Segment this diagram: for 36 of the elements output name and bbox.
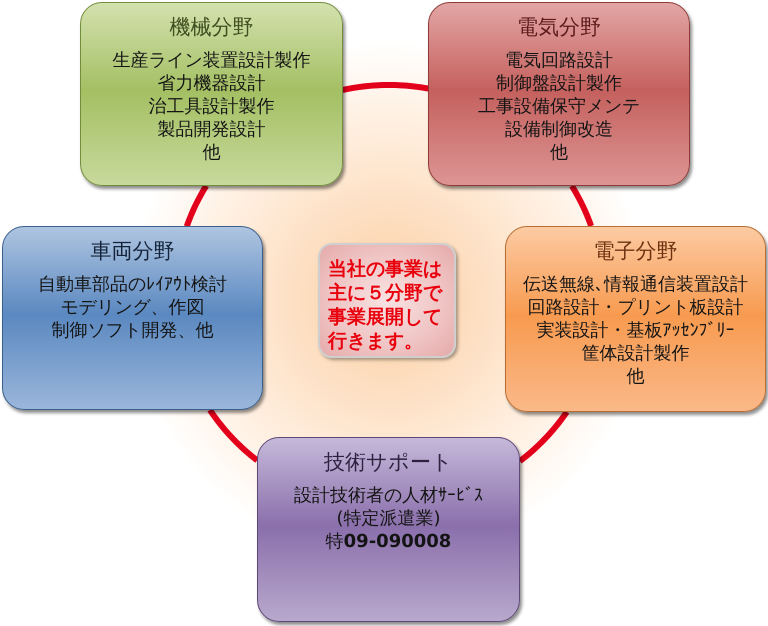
category-heading: 電気分野 [517,14,601,40]
ring-connector [518,409,570,464]
category-heading: 車両分野 [90,238,174,264]
service-line: 他 [626,365,644,388]
service-line: 筐体設計製作 [582,342,690,365]
ring-connector [569,183,594,229]
message-text: 当社の事業は主に５分野で事業展開して行きます。 [328,257,444,353]
service-line: 生産ライン装置設計製作 [112,49,310,72]
service-line: 制御盤設計製作 [496,72,622,95]
service-line: モデリング、作図 [60,296,204,319]
category-card [428,2,690,186]
category-card [80,2,343,186]
service-line: 設計技術者の人材ｻｰﾋﾞｽ [294,484,483,507]
category-heading: 技術サポート [324,449,453,475]
category-card [257,437,520,622]
service-line: 設備制御改造 [505,118,613,141]
category-heading: 機械分野 [170,14,254,40]
service-line: 制御ソフト開発、他 [52,319,214,342]
service-line: 他 [202,141,220,164]
service-line: 省力機器設計 [158,72,266,95]
service-line: 治工具設計製作 [148,95,274,118]
ring-connector [184,184,209,229]
service-line: 他 [550,141,568,164]
service-line: 特09-090008 [326,530,452,553]
category-card [505,226,766,412]
service-line: 自動車部品のﾚｲｱｳﾄ検討 [38,273,227,296]
category-card [2,226,263,410]
service-line: (特定派遣業) [336,507,441,530]
service-line: 電気回路設計 [505,49,613,72]
service-line: 実装設計・基板ｱｯｾﾝﾌﾞﾘｰ [536,319,734,342]
service-line: 回路設計・プリント板設計 [528,296,744,319]
service-line: 伝送無線､情報通信装置設計 [523,273,748,296]
service-line: 工事設備保守メンテ [478,95,640,118]
service-line: 製品開発設計 [158,118,266,141]
message-card [318,243,456,358]
category-heading: 電子分野 [594,238,678,264]
